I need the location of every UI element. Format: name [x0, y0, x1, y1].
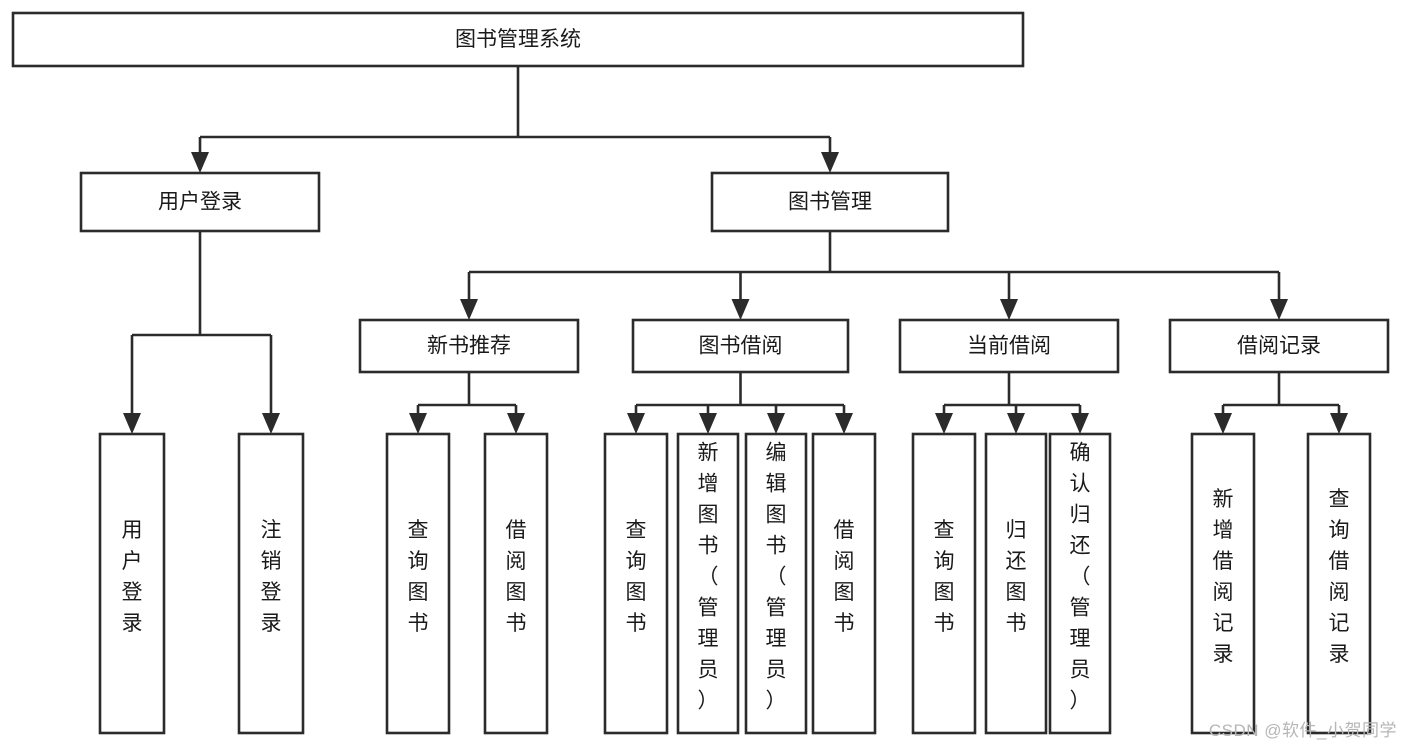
- arrow-head-leaf-add-record: [1214, 413, 1232, 434]
- node-label-leaf-user-login: 用户登录: [122, 519, 143, 635]
- node-borrow-record[interactable]: 借阅记录: [1168, 318, 1390, 374]
- arrow-head-leaf-confirm-return: [1071, 413, 1089, 434]
- node-leaf-add-record[interactable]: 新增借阅记录: [1190, 432, 1256, 735]
- arrow-head-borrow-record: [1270, 299, 1288, 320]
- arrow-head-leaf-borrow-book-2: [835, 413, 853, 434]
- node-leaf-query-book-2[interactable]: 查询图书: [603, 432, 669, 735]
- connector-layer: [123, 66, 1348, 434]
- node-layer: 图书管理系统用户登录图书管理新书推荐图书借阅当前借阅借阅记录用户登录注销登录查询…: [11, 11, 1390, 735]
- node-leaf-borrow-book-1[interactable]: 借阅图书: [483, 432, 549, 735]
- arrow-head-leaf-user-login: [123, 413, 141, 434]
- node-box-borrow-record: [1168, 318, 1390, 374]
- node-leaf-query-book-3[interactable]: 查询图书: [911, 432, 977, 735]
- node-label-current-borrow: 当前借阅: [967, 335, 1051, 358]
- node-leaf-add-book[interactable]: 新增图书（管理员）: [676, 432, 740, 735]
- node-root[interactable]: 图书管理系统: [11, 11, 1025, 68]
- node-book-borrow[interactable]: 图书借阅: [631, 318, 850, 374]
- node-label-leaf-add-book: 新增图书（管理员）: [698, 442, 719, 713]
- node-label-book-management: 图书管理: [788, 191, 872, 214]
- node-leaf-query-record[interactable]: 查询借阅记录: [1306, 432, 1372, 735]
- node-label-leaf-borrow-book-2: 借阅图书: [834, 519, 855, 635]
- node-label-borrow-record: 借阅记录: [1237, 335, 1321, 358]
- arrow-head-leaf-query-book-2: [627, 413, 645, 434]
- node-user-login[interactable]: 用户登录: [79, 171, 321, 233]
- arrow-head-leaf-query-book-1: [409, 413, 427, 434]
- node-box-leaf-return-book: [984, 432, 1048, 735]
- node-label-user-login: 用户登录: [158, 191, 242, 214]
- node-label-leaf-add-record: 新增借阅记录: [1213, 488, 1234, 666]
- node-leaf-user-login[interactable]: 用户登录: [98, 432, 166, 735]
- node-box-leaf-logout: [237, 432, 305, 735]
- node-new-book-recommend[interactable]: 新书推荐: [358, 318, 580, 374]
- node-label-leaf-return-book: 归还图书: [1006, 519, 1027, 635]
- node-leaf-edit-book[interactable]: 编辑图书（管理员）: [744, 432, 808, 735]
- arrow-head-leaf-edit-book: [767, 413, 785, 434]
- node-label-new-book-recommend: 新书推荐: [427, 335, 511, 358]
- arrow-head-current-borrow: [1000, 299, 1018, 320]
- node-label-leaf-query-record: 查询借阅记录: [1329, 488, 1350, 666]
- node-label-leaf-confirm-return: 确认归还（管理员）: [1070, 442, 1091, 713]
- arrow-head-leaf-query-record: [1330, 413, 1348, 434]
- node-leaf-logout[interactable]: 注销登录: [237, 432, 305, 735]
- node-leaf-query-book-1[interactable]: 查询图书: [385, 432, 451, 735]
- arrow-head-book-management: [821, 152, 839, 173]
- node-label-leaf-edit-book: 编辑图书（管理员）: [766, 442, 787, 713]
- node-box-new-book-recommend: [358, 318, 580, 374]
- node-box-leaf-add-record: [1190, 432, 1256, 735]
- node-leaf-return-book[interactable]: 归还图书: [984, 432, 1048, 735]
- node-box-leaf-borrow-book-1: [483, 432, 549, 735]
- node-label-root: 图书管理系统: [455, 28, 581, 51]
- node-box-leaf-borrow-book-2: [811, 432, 877, 735]
- arrow-head-leaf-return-book: [1007, 413, 1025, 434]
- watermark-text: CSDN @软件_小贺同学: [1208, 721, 1397, 740]
- node-box-book-borrow: [631, 318, 850, 374]
- node-box-leaf-add-book: [676, 432, 740, 735]
- arrow-head-leaf-logout: [262, 413, 280, 434]
- arrow-head-book-borrow: [731, 299, 750, 320]
- arrow-head-leaf-add-book: [699, 413, 717, 434]
- node-label-leaf-query-book-1: 查询图书: [408, 519, 429, 635]
- node-box-current-borrow: [898, 318, 1120, 374]
- node-box-root: [11, 11, 1025, 68]
- node-label-leaf-query-book-3: 查询图书: [934, 519, 955, 635]
- arrow-head-leaf-query-book-3: [935, 413, 953, 434]
- node-box-leaf-user-login: [98, 432, 166, 735]
- node-label-book-borrow: 图书借阅: [699, 335, 783, 358]
- node-leaf-borrow-book-2[interactable]: 借阅图书: [811, 432, 877, 735]
- node-box-leaf-query-book-3: [911, 432, 977, 735]
- node-box-leaf-confirm-return: [1048, 432, 1112, 735]
- node-box-book-management: [710, 171, 950, 233]
- arrow-head-user-login: [191, 152, 209, 173]
- node-label-leaf-logout: 注销登录: [261, 519, 282, 635]
- node-box-leaf-query-book-2: [603, 432, 669, 735]
- arrow-head-new-book-recommend: [460, 299, 478, 320]
- node-leaf-confirm-return[interactable]: 确认归还（管理员）: [1048, 432, 1112, 735]
- arrow-head-leaf-borrow-book-1: [507, 413, 525, 434]
- node-box-user-login: [79, 171, 321, 233]
- node-label-leaf-borrow-book-1: 借阅图书: [506, 519, 527, 635]
- node-box-leaf-query-record: [1306, 432, 1372, 735]
- node-current-borrow[interactable]: 当前借阅: [898, 318, 1120, 374]
- node-box-leaf-query-book-1: [385, 432, 451, 735]
- node-box-leaf-edit-book: [744, 432, 808, 735]
- node-label-leaf-query-book-2: 查询图书: [626, 519, 647, 635]
- node-book-management[interactable]: 图书管理: [710, 171, 950, 233]
